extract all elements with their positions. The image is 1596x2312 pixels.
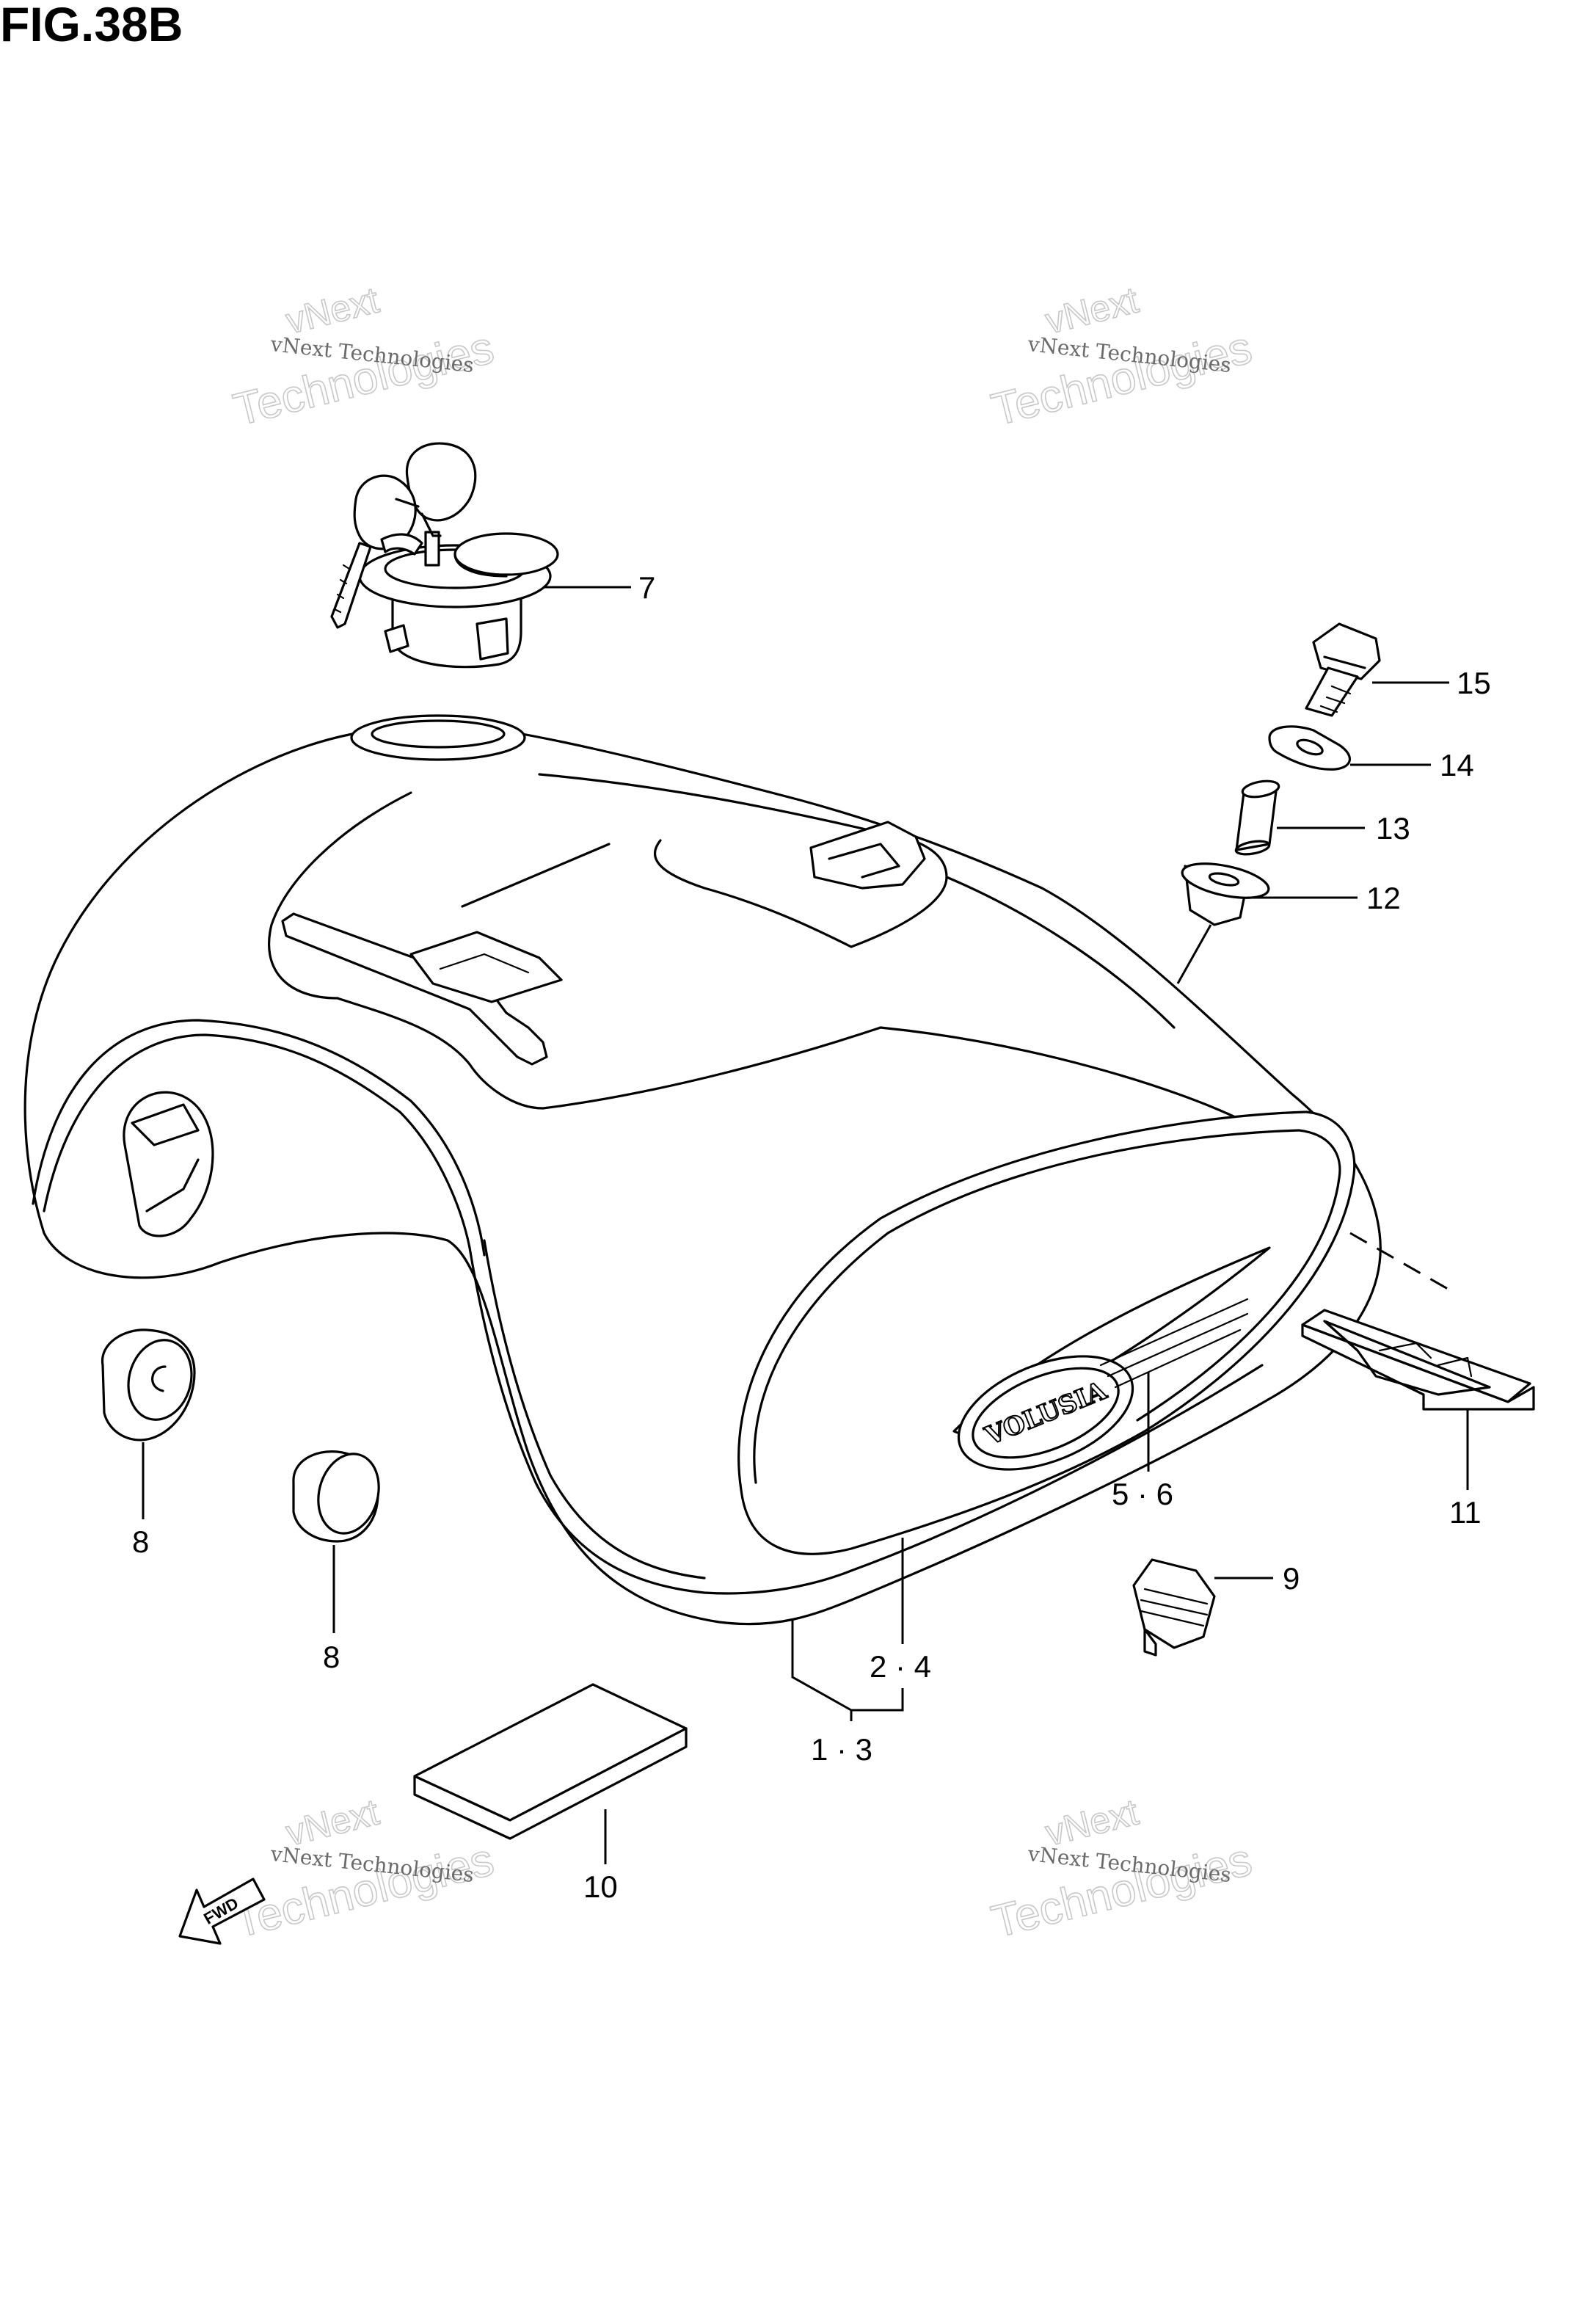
callout-9: 9 [1283, 1561, 1300, 1596]
tank-bolt [1305, 622, 1381, 717]
callout-2-4: 2 · 4 [870, 1649, 931, 1684]
grommet-body [1132, 1558, 1216, 1649]
washer [1268, 725, 1351, 771]
fuel-tank: VOLUSIA [23, 714, 1382, 1626]
grommet-tab [1143, 1628, 1157, 1657]
grommet-ribs [1140, 1588, 1209, 1627]
leader-lines [142, 586, 1469, 1864]
key-link [395, 498, 420, 508]
plug-cap-lower [292, 1450, 380, 1543]
watermark-large-line: Technologies [229, 322, 499, 436]
washer-hole [1296, 738, 1324, 756]
tank-top-recess [653, 839, 853, 948]
watermark-bottom-right: vNext Technologies vNext Technologies [986, 1791, 1257, 1949]
emblem-plate-letters [1378, 1342, 1473, 1378]
washer-body [1268, 725, 1351, 771]
cushion-hole [1208, 872, 1240, 887]
emblem-oval-outer [957, 1355, 1134, 1471]
tank-lower-rim-outer [468, 1246, 853, 1595]
watermark-large-line: vNext [282, 279, 383, 341]
key-head-right [405, 442, 477, 522]
tank-emblem-badge: VOLUSIA [952, 1246, 1271, 1471]
plug-cap-upper-c-mark [151, 1365, 167, 1392]
callout-11: 11 [1449, 1495, 1482, 1530]
plug-cap-lower-face [317, 1453, 380, 1535]
leader-12-tank [1176, 924, 1212, 984]
fuel-cock-clip-detail [145, 1158, 200, 1213]
emblem-plate-inner [1323, 1320, 1491, 1396]
leader-11-dashed [1349, 1232, 1454, 1293]
tank-mounting-plate [409, 931, 563, 1003]
forward-arrow [178, 1877, 266, 1945]
callout-8-upper: 8 [132, 1524, 149, 1559]
rear-emblem-plate [1301, 1309, 1535, 1411]
rubber-cushion [1181, 862, 1270, 926]
callout-15: 15 [1457, 666, 1491, 700]
key-head-right-detail [420, 512, 442, 537]
tank-right-top-curve [879, 1026, 1249, 1124]
tank-ridge-right [945, 876, 1176, 1029]
key-blade [330, 542, 372, 629]
fuel-cap-slot [475, 617, 509, 661]
tank-rear-lower-edge [850, 1364, 1264, 1572]
tank-lower-rim-inner [483, 1239, 706, 1579]
tank-upper-crease [267, 791, 412, 1000]
callout-8-lower: 8 [323, 1640, 340, 1674]
tank-upper-left-curve [336, 997, 882, 1110]
key-shank-long [424, 531, 440, 567]
tank-tunnel-rim-outer [32, 1019, 486, 1257]
plug-cap-upper-face [127, 1339, 193, 1421]
filler-neck-inner [371, 719, 506, 749]
callout-1-3: 1 · 3 [811, 1732, 872, 1767]
filler-neck-ring [350, 714, 526, 761]
fuel-cap-assembly [330, 442, 559, 669]
tank-side-panel [737, 1110, 1356, 1555]
callout-13: 13 [1376, 811, 1410, 846]
fuel-cap-lid-edge [453, 553, 508, 578]
tank-side-panel-inner [753, 1129, 1341, 1484]
key-blade-teeth [333, 564, 351, 614]
clip-grommet [1132, 1558, 1216, 1657]
callout-labels: 7 15 14 13 12 8 8 9 10 11 5 · 6 2 · 4 1 … [132, 570, 1491, 1904]
tank-pad [413, 1683, 688, 1840]
watermark-top-right: vNext Technologies vNext Technologies [986, 279, 1257, 437]
bolt-shank [1305, 666, 1359, 717]
tank-top-line-left [461, 843, 611, 908]
tank-mounting-plate-detail [439, 953, 530, 974]
callout-10: 10 [583, 1869, 618, 1904]
key-ring [380, 533, 423, 556]
collar-top [1241, 779, 1280, 799]
fuel-cap-lid [453, 532, 559, 576]
spacer-collar [1234, 779, 1280, 856]
watermark-large-line: Technologies [987, 322, 1257, 436]
pad-edge [413, 1727, 688, 1840]
callout-14: 14 [1440, 748, 1474, 782]
callout-5-6: 5 · 6 [1112, 1477, 1173, 1511]
emblem-hatch [1099, 1298, 1249, 1389]
watermark-large-line: vNext [1041, 279, 1143, 341]
tank-top-bracket-detail [828, 843, 900, 879]
fuel-cap-latch [384, 624, 409, 653]
cushion-flange [1181, 862, 1270, 899]
collar-bottom [1234, 840, 1271, 856]
plug-cap-upper [101, 1328, 196, 1442]
watermark-top-left: vNext Technologies vNext Technologies [228, 279, 499, 437]
fuel-cock-clip [131, 1103, 200, 1146]
callout-7: 7 [638, 570, 655, 605]
emblem-oval-inner [972, 1367, 1120, 1459]
tank-top-bracket [809, 821, 926, 890]
figure-title: FIG.38B [0, 0, 183, 51]
tank-tunnel-rim-inner [43, 1033, 471, 1249]
emblem-plate-front [1301, 1323, 1535, 1411]
bolt-thread [1319, 685, 1352, 713]
callout-12: 12 [1366, 881, 1401, 915]
bolt-head-detail [1323, 655, 1366, 669]
bolt-head [1312, 622, 1381, 680]
forward-direction-marker: FWD [178, 1877, 266, 1945]
